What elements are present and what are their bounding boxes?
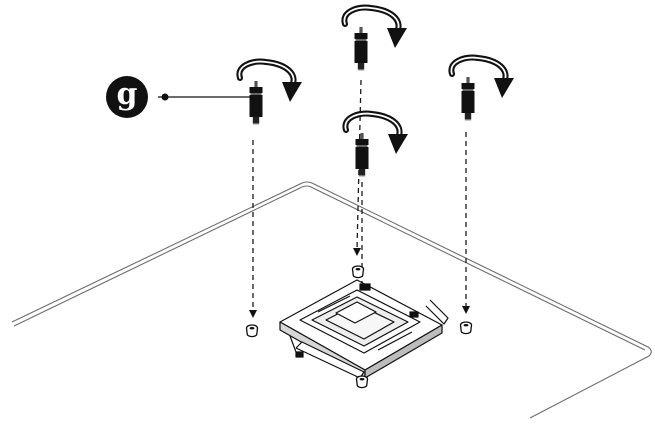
standoff-screw-icon — [355, 133, 369, 177]
motherboard-outline — [11, 181, 652, 419]
clockwise-rotation-arrow-icon — [345, 114, 408, 154]
mounting-hole-icon — [351, 265, 365, 279]
standoff-screw-icon — [249, 81, 263, 125]
callout-label: g — [117, 77, 138, 112]
standoff-screw-icon — [354, 27, 368, 71]
cpu-socket-icon — [279, 279, 449, 379]
mounting-hole-icon — [459, 321, 473, 335]
standoff-screw-icon — [461, 77, 475, 121]
mounting-hole-icon — [245, 324, 259, 338]
clockwise-rotation-arrow-icon — [344, 8, 407, 48]
callout-leader-dot — [161, 93, 169, 101]
callout-badge — [106, 76, 148, 118]
callout: g — [106, 76, 250, 118]
clockwise-rotation-arrow-icon — [239, 62, 302, 102]
clockwise-rotation-arrow-icon — [451, 58, 514, 98]
mounting-hole-icon — [355, 375, 369, 389]
